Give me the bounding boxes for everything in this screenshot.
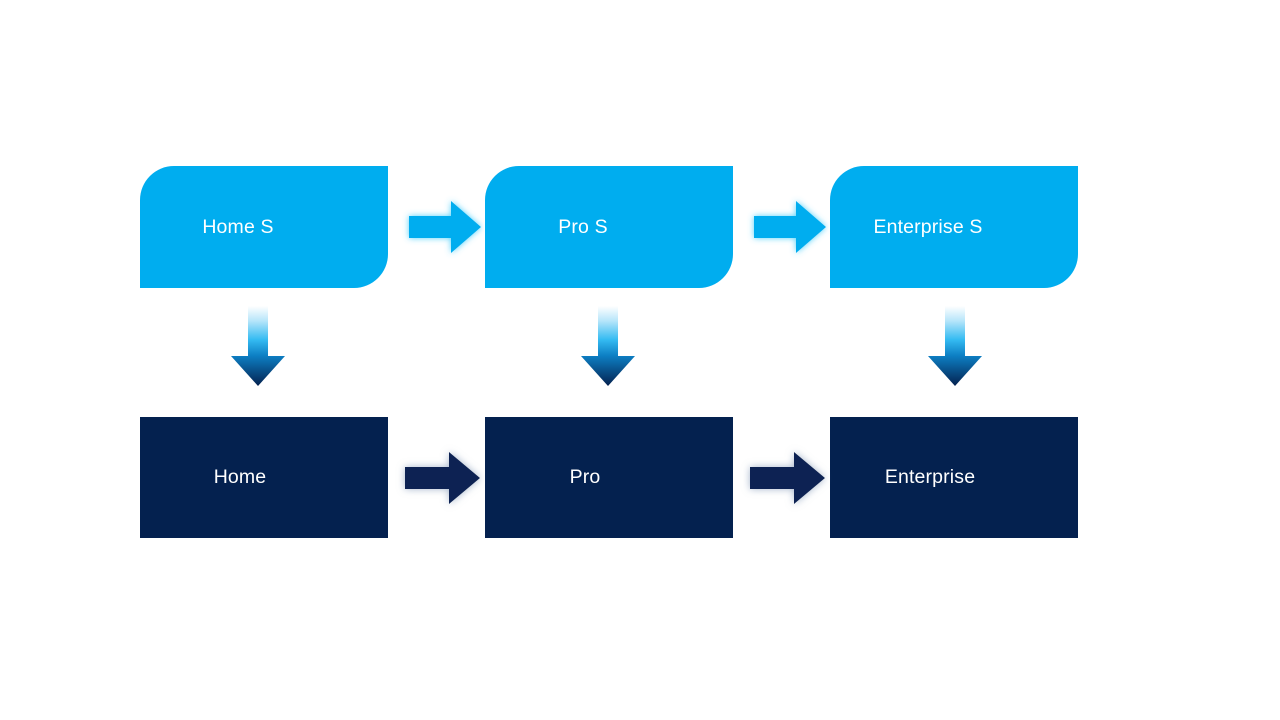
arrow-down-pro-s-to-pro	[578, 306, 638, 390]
node-label-enterprise-s: Enterprise S	[873, 215, 983, 238]
node-label-home: Home	[213, 466, 267, 489]
node-enterprise-s[interactable]: Enterprise S	[830, 166, 1078, 288]
node-home-s[interactable]: Home S	[140, 166, 388, 288]
arrow-right-home-s-to-pro-s	[405, 196, 485, 258]
arrow-right-home-to-pro	[400, 447, 484, 509]
node-label-pro-s: Pro S	[558, 215, 608, 238]
node-label-enterprise: Enterprise	[884, 466, 976, 489]
node-pro-s[interactable]: Pro S	[485, 166, 733, 288]
node-home[interactable]: Home	[140, 417, 388, 538]
node-pro[interactable]: Pro	[485, 417, 733, 538]
node-label-home-s: Home S	[202, 215, 274, 238]
arrow-right-pro-to-enterprise	[745, 447, 829, 509]
node-enterprise[interactable]: Enterprise	[830, 417, 1078, 538]
arrow-right-pro-s-to-enterprise-s	[750, 196, 830, 258]
arrow-down-enterprise-s-to-enterprise	[925, 306, 985, 390]
node-label-pro: Pro	[569, 466, 601, 489]
arrow-down-home-s-to-home	[228, 306, 288, 390]
